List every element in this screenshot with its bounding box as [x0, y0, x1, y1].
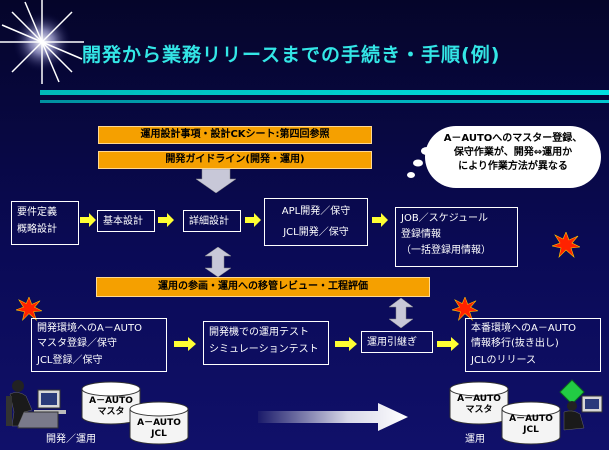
right-master-line-2: マスタ: [465, 405, 493, 415]
title-underline: [40, 90, 609, 95]
prod-line-2: 情報移行(抜き出し): [471, 338, 559, 349]
database-cylinder-icon: [501, 401, 561, 445]
design-checksheet-bar: 運用設計事項・設計CKシート:第四回参照: [98, 126, 372, 144]
left-master-label: A－AUTO マスタ: [84, 396, 138, 418]
operation-test-box: 開発機での運用テスト シミュレーションテスト: [203, 321, 329, 365]
job-schedule-box: JOB／スケジュール 登録情報 （一括登録用情報）: [395, 207, 518, 267]
dev-guideline-bar: 開発ガイドライン(開発・運用): [98, 151, 372, 169]
devenv-line-1: 開発環境へのA－AUTO: [37, 323, 142, 334]
right-master-line-1: A－AUTO: [457, 394, 501, 404]
note-cloud: A－AUTOへのマスター登録、 保守作業が、開発⇔運用か により作業方法が異なる: [425, 126, 601, 188]
operator-at-computer-icon: [559, 379, 603, 431]
requirements-box: 要件定義 概略設計: [11, 201, 79, 245]
req-line-2: 概略設計: [17, 224, 57, 235]
up-down-arrow-icon: [205, 247, 231, 277]
arrow-right-icon: [372, 213, 388, 227]
red-burst-icon: [16, 297, 42, 321]
development-box: APL開発／保守 JCL開発／保守: [264, 198, 368, 246]
right-master-label: A－AUTO マスタ: [452, 394, 506, 416]
test-line-1: 開発機での運用テスト: [209, 327, 309, 338]
devenv-line-2: マスタ登録／保守: [37, 338, 117, 349]
arrow-right-icon: [158, 213, 174, 227]
database-cylinder-icon: [129, 401, 189, 445]
test-line-2: シミュレーションテスト: [209, 344, 319, 355]
req-line-1: 要件定義: [17, 207, 57, 218]
right-jcl-label: A－AUTO JCL: [504, 414, 558, 436]
job-line-2: 登録情報: [401, 229, 441, 240]
arrow-right-icon: [245, 213, 261, 227]
arrow-right-icon: [80, 213, 96, 227]
dev-environment-box: 開発環境へのA－AUTO マスタ登録／保守 JCL登録／保守: [31, 318, 167, 372]
job-line-3: （一括登録用情報）: [401, 245, 491, 256]
detail-design-box: 詳細設計: [183, 210, 241, 232]
right-jcl-line-2: JCL: [523, 425, 539, 435]
left-jcl-line-2: JCL: [151, 429, 167, 439]
page-title: 開発から業務リリースまでの手続き・手順(例): [82, 44, 501, 66]
left-master-line-1: A－AUTO: [89, 396, 133, 406]
arrow-right-icon: [174, 337, 196, 351]
left-caption: 開発／運用: [46, 434, 96, 445]
right-caption: 運用: [465, 434, 485, 445]
database-cylinder-icon: [449, 381, 509, 425]
left-jcl-label: A－AUTO JCL: [132, 418, 186, 440]
review-bar: 運用の参画・運用への移管レビュー・工程評価: [96, 277, 430, 297]
job-line-1: JOB／スケジュール: [401, 213, 488, 224]
star-burst-icon: [0, 0, 84, 84]
big-right-arrow-icon: [258, 403, 408, 431]
red-burst-icon: [452, 297, 478, 321]
operator-at-computer-icon: [6, 380, 66, 429]
database-cylinder-icon: [81, 381, 141, 425]
basic-design-box: 基本設計: [97, 210, 155, 232]
dev-line-2: JCL開発／保守: [283, 227, 349, 238]
cloud-line-1: A－AUTOへのマスター登録、: [443, 133, 583, 144]
handover-box: 運用引継ぎ: [361, 331, 433, 353]
left-jcl-line-1: A－AUTO: [137, 418, 181, 428]
right-jcl-line-1: A－AUTO: [509, 414, 553, 424]
left-master-line-2: マスタ: [97, 407, 125, 417]
cloud-line-3: により作業方法が異なる: [458, 161, 568, 172]
arrow-right-icon: [437, 337, 459, 351]
title-underline-secondary: [40, 100, 609, 103]
prod-line-3: JCLのリリース: [471, 355, 537, 366]
devenv-line-3: JCL登録／保守: [37, 355, 103, 366]
red-burst-icon: [552, 232, 580, 258]
dev-line-1: APL開発／保守: [281, 206, 351, 217]
up-down-arrow-icon: [389, 298, 413, 328]
down-arrow-icon: [196, 169, 236, 193]
arrow-right-icon: [335, 337, 357, 351]
cloud-line-2: 保守作業が、開発⇔運用か: [453, 147, 573, 158]
prod-line-1: 本番環境へのA－AUTO: [471, 323, 576, 334]
production-release-box: 本番環境へのA－AUTO 情報移行(抜き出し) JCLのリリース: [465, 318, 601, 372]
